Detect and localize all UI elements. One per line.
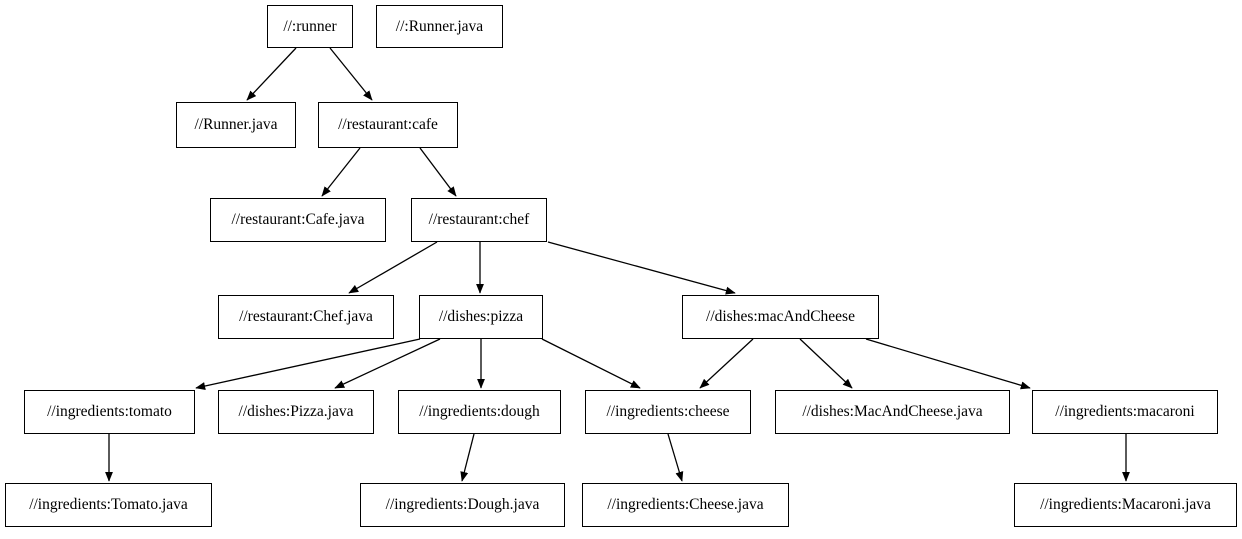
graph-node-dough_java[interactable]: //ingredients:Dough.java bbox=[360, 483, 565, 527]
graph-edge-runner-to-restaurant_cafe bbox=[329, 47, 373, 101]
graph-node-label: //dishes:pizza bbox=[438, 308, 524, 326]
graph-edge-dishes_mac-to-ing_cheese bbox=[699, 338, 754, 389]
graph-edge-runner-to-runner_java bbox=[246, 47, 297, 101]
graph-node-mac_java[interactable]: //dishes:MacAndCheese.java bbox=[775, 390, 1010, 434]
graph-edge-restaurant_chef-to-dishes_mac bbox=[547, 241, 736, 295]
graph-edge-ing_cheese-to-cheese_java bbox=[667, 433, 684, 482]
graph-node-dishes_pizza[interactable]: //dishes:pizza bbox=[419, 295, 543, 339]
graph-node-cheese_java[interactable]: //ingredients:Cheese.java bbox=[582, 483, 789, 527]
graph-node-chef_java[interactable]: //restaurant:Chef.java bbox=[218, 295, 394, 339]
graph-node-cafe_java[interactable]: //restaurant:Cafe.java bbox=[210, 198, 386, 242]
graph-node-label: //ingredients:macaroni bbox=[1055, 403, 1195, 421]
graph-node-runner_java[interactable]: //Runner.java bbox=[176, 102, 296, 148]
graph-node-label: //ingredients:Cheese.java bbox=[607, 496, 764, 514]
graph-node-label: //dishes:MacAndCheese.java bbox=[802, 403, 983, 421]
graph-edge-dishes_mac-to-mac_java bbox=[799, 338, 853, 389]
graph-node-label: //dishes:macAndCheese bbox=[706, 308, 855, 326]
graph-node-dishes_mac[interactable]: //dishes:macAndCheese bbox=[682, 295, 879, 339]
graph-node-label: //restaurant:chef bbox=[428, 211, 530, 229]
graph-node-ing_dough[interactable]: //ingredients:dough bbox=[398, 390, 561, 434]
graph-node-label: //dishes:Pizza.java bbox=[238, 403, 354, 421]
graph-node-label: //ingredients:Macaroni.java bbox=[1040, 496, 1211, 514]
graph-node-label: //ingredients:Dough.java bbox=[385, 496, 540, 514]
graph-node-restaurant_chef[interactable]: //restaurant:chef bbox=[411, 198, 547, 242]
graph-node-label: //restaurant:Cafe.java bbox=[231, 211, 365, 229]
graph-node-label: //:Runner.java bbox=[395, 17, 484, 35]
graph-edge-dishes_pizza-to-ing_cheese bbox=[541, 338, 641, 389]
graph-node-label: //ingredients:Tomato.java bbox=[29, 496, 188, 514]
graph-edge-ing_dough-to-dough_java bbox=[460, 433, 475, 482]
graph-node-restaurant_cafe[interactable]: //restaurant:cafe bbox=[318, 102, 458, 148]
graph-node-macaroni_java[interactable]: //ingredients:Macaroni.java bbox=[1014, 483, 1237, 527]
graph-edge-restaurant_chef-to-chef_java bbox=[348, 241, 438, 294]
graph-node-label: //ingredients:cheese bbox=[606, 403, 730, 421]
graph-node-label: //ingredients:tomato bbox=[47, 403, 172, 421]
graph-node-label: //ingredients:dough bbox=[419, 403, 540, 421]
graph-node-ing_tomato[interactable]: //ingredients:tomato bbox=[24, 390, 195, 434]
graph-node-label: //restaurant:cafe bbox=[338, 116, 438, 134]
graph-edge-restaurant_cafe-to-cafe_java bbox=[321, 147, 361, 197]
graph-node-runner[interactable]: //:runner bbox=[267, 5, 353, 48]
graph-node-pizza_java[interactable]: //dishes:Pizza.java bbox=[218, 390, 374, 434]
graph-node-label: //:runner bbox=[283, 17, 337, 35]
graph-node-label: //restaurant:Chef.java bbox=[239, 308, 373, 326]
graph-edge-dishes_mac-to-ing_macaroni bbox=[865, 338, 1031, 390]
graph-node-label: //Runner.java bbox=[194, 116, 278, 134]
graph-node-ing_cheese[interactable]: //ingredients:cheese bbox=[585, 390, 751, 434]
graph-node-ing_macaroni[interactable]: //ingredients:macaroni bbox=[1032, 390, 1218, 434]
graph-edge-dishes_pizza-to-ing_tomato bbox=[195, 338, 421, 390]
graph-node-runner_java_root[interactable]: //:Runner.java bbox=[376, 5, 503, 48]
graph-edge-restaurant_cafe-to-restaurant_chef bbox=[419, 147, 457, 197]
graph-edge-dishes_pizza-to-pizza_java bbox=[334, 338, 441, 389]
graph-node-tomato_java[interactable]: //ingredients:Tomato.java bbox=[5, 483, 212, 527]
